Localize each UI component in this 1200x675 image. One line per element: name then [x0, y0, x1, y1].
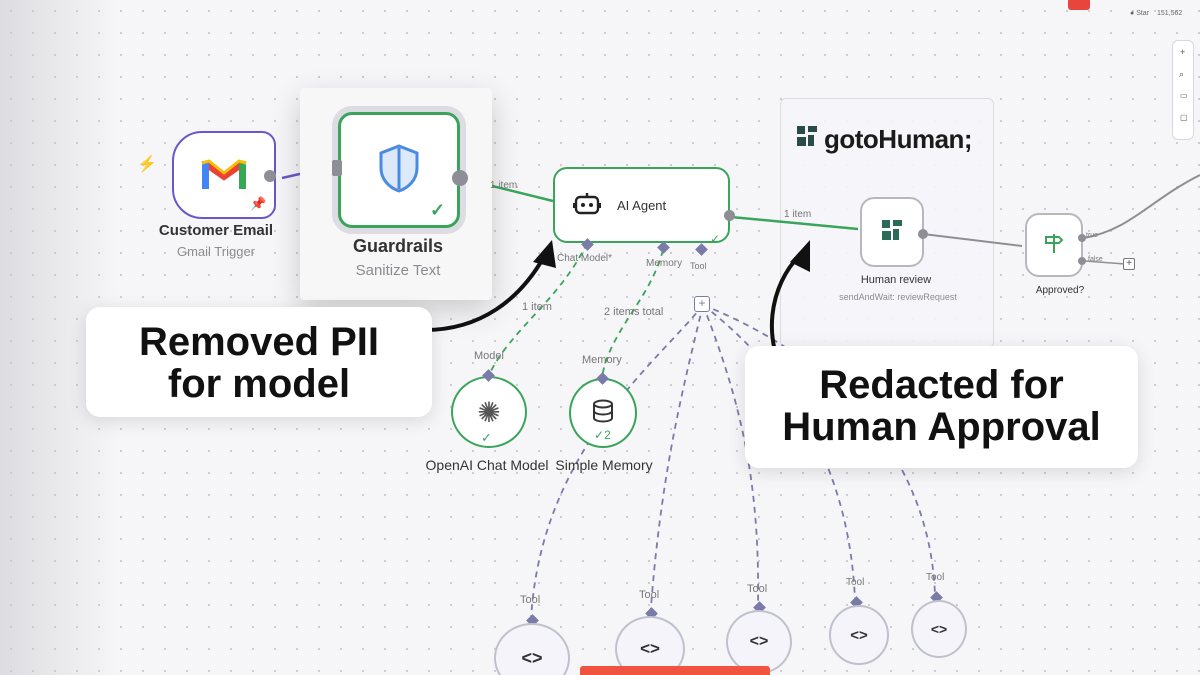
top-red-button[interactable]: [1068, 0, 1090, 10]
approved-false-port[interactable]: [1078, 257, 1086, 265]
memory-check-icon: ✓2: [594, 428, 611, 442]
robot-icon: [573, 191, 601, 220]
tool-label-2: Tool: [639, 589, 660, 601]
port-memory-label: Memory: [646, 258, 683, 269]
approved-true-label: true: [1086, 232, 1099, 239]
callout-right-line2: Human Approval: [782, 405, 1101, 449]
star-label: Star: [1136, 10, 1150, 17]
lightning-icon: ⚡: [137, 156, 157, 173]
human-review-title: Human review: [860, 274, 932, 286]
edge-label-memory: 2 items total: [604, 306, 664, 318]
edge-label-agent-review: 1 item: [784, 209, 812, 220]
approved-false-label: false: [1088, 256, 1103, 263]
check-icon: ✓: [430, 200, 446, 220]
customer-email-subtitle: Gmail Trigger: [176, 244, 256, 259]
doc-icon[interactable]: ▭: [1180, 91, 1188, 100]
database-icon: [592, 399, 614, 428]
signpost-icon: [1043, 232, 1065, 259]
guardrails-output-port[interactable]: [452, 170, 468, 186]
edge-label-guardrails-agent: 1 item: [490, 180, 518, 191]
tool-node-2[interactable]: <>: [615, 616, 685, 675]
callout-arrow-left: [424, 254, 547, 332]
pin-icon[interactable]: 📌: [250, 196, 267, 211]
human-review-node[interactable]: [860, 197, 924, 267]
star-button[interactable]: ● Star 151,562: [1130, 10, 1182, 17]
tool-node-4[interactable]: <>: [829, 605, 889, 665]
sticky-icon[interactable]: ▢: [1180, 113, 1188, 122]
right-toolbar: + ⌕ ▭ ▢: [1172, 40, 1194, 140]
tool-node-5[interactable]: <>: [911, 600, 967, 658]
ai-agent-title: AI Agent: [617, 197, 667, 213]
approved-title: Approved?: [1035, 285, 1085, 296]
tool-node-3[interactable]: <>: [726, 610, 792, 674]
openai-chat-model-node[interactable]: ✺: [451, 376, 527, 448]
edge-agent-model: [488, 242, 588, 376]
callout-right-line1: Redacted for: [819, 363, 1064, 407]
callout-left-line2: for model: [167, 362, 351, 406]
openai-port-label: Model: [474, 350, 504, 362]
tool-node-1[interactable]: <>: [494, 623, 570, 675]
openai-chat-model-title: OpenAI Chat Model: [425, 457, 549, 473]
ai-agent-output-port[interactable]: [724, 210, 735, 221]
memory-port-label: Memory: [582, 354, 622, 366]
gmail-output-port[interactable]: [264, 170, 276, 182]
edge-agent-memory: [601, 249, 664, 378]
add-branch-plus-icon[interactable]: +: [1123, 258, 1135, 270]
callout-removed-pii: Removed PII for model: [86, 307, 432, 417]
gmail-icon: [201, 155, 247, 196]
callout-redacted: Redacted for Human Approval: [745, 346, 1138, 468]
github-icon: ●: [1130, 10, 1135, 17]
edge-approved-true: [1083, 174, 1200, 239]
port-tool-label: Tool: [690, 261, 707, 271]
openai-check-icon: ✓: [481, 430, 492, 445]
callout-arrowhead-right: [790, 240, 810, 272]
shield-icon: [376, 142, 422, 199]
gotohuman-logo-icon: [795, 124, 819, 148]
code-icon: <>: [749, 633, 769, 650]
edge-agent-review: [730, 215, 859, 231]
gotohuman-brand: gotoHuman;: [824, 124, 973, 154]
tool-label-1: Tool: [520, 594, 541, 606]
callout-arrowhead-left: [533, 240, 556, 268]
edge-review-approved: [922, 233, 1023, 247]
edge-label-model: 1 item: [522, 301, 552, 313]
code-icon: <>: [850, 626, 868, 644]
human-review-subtitle: sendAndWait: reviewRequest: [839, 292, 957, 302]
approved-true-port[interactable]: [1078, 234, 1086, 242]
guardrails-input-port[interactable]: [332, 160, 342, 176]
zoom-in-icon[interactable]: +: [1180, 47, 1186, 57]
code-icon: <>: [521, 647, 543, 668]
gotohuman-node-icon: [880, 218, 904, 247]
search-icon[interactable]: ⌕: [1179, 69, 1185, 79]
edge-approved-false: [1084, 260, 1126, 265]
approved-node[interactable]: [1025, 213, 1083, 277]
guardrails-title: Guardrails: [352, 236, 444, 256]
openai-icon: ✺: [477, 396, 501, 428]
star-count: 151,562: [1156, 10, 1183, 17]
bottom-red-bar[interactable]: [580, 666, 770, 675]
code-icon: <>: [640, 639, 660, 658]
guardrails-node[interactable]: [338, 112, 460, 228]
port-chat-model-label: Chat Model*: [557, 253, 613, 264]
ai-agent-check-icon: ✓: [710, 232, 721, 246]
simple-memory-title: Simple Memory: [555, 457, 653, 473]
ai-agent-node[interactable]: AI Agent: [553, 167, 730, 243]
add-tool-plus-icon[interactable]: +: [694, 296, 710, 312]
code-icon: <>: [930, 621, 948, 637]
top-bar: ● Star 151,562: [980, 0, 1200, 22]
memory-badge: 2: [604, 428, 611, 442]
tool-label-4: Tool: [846, 577, 865, 588]
human-review-output-port[interactable]: [918, 229, 928, 239]
guardrails-subtitle: Sanitize Text: [355, 262, 441, 279]
customer-email-title: Customer Email: [158, 222, 274, 239]
callout-left-line1: Removed PII: [138, 320, 380, 364]
simple-memory-node[interactable]: [569, 378, 637, 448]
tool-label-5: Tool: [926, 572, 945, 583]
tool-label-3: Tool: [747, 583, 768, 595]
